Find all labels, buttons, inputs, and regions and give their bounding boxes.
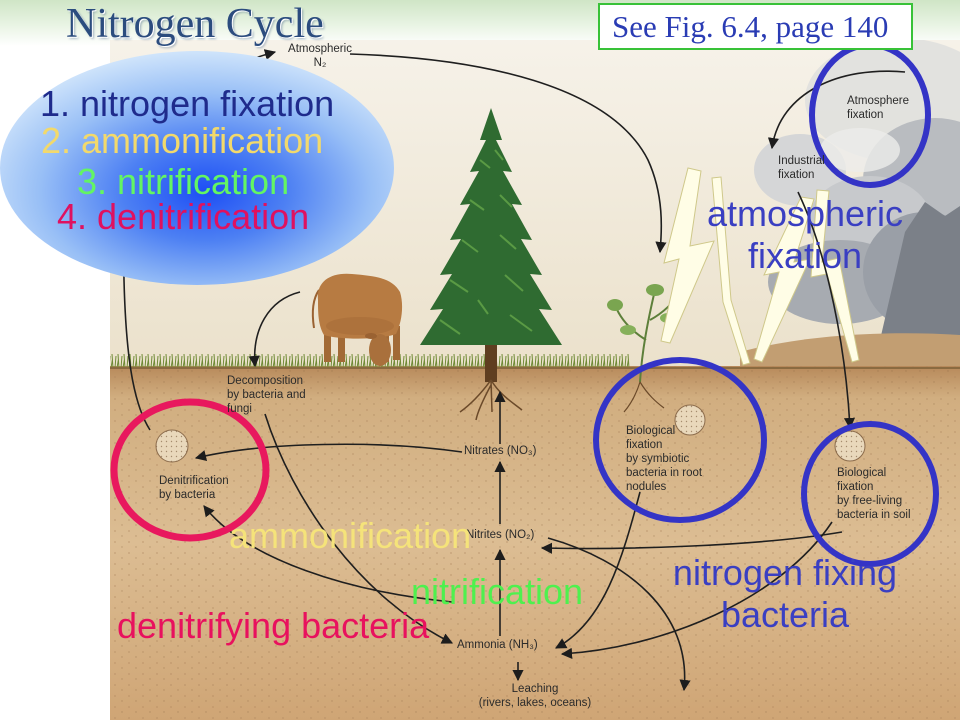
annotation-line: atmospheric	[706, 193, 904, 234]
symbiotic-fixation-highlight-circle	[593, 357, 767, 523]
annotation-denitrifying-bacteria: denitrifying bacteria	[117, 605, 430, 646]
annotation-nitrification: nitrification	[411, 571, 584, 612]
mountain	[880, 202, 960, 345]
label-line: fixation	[778, 169, 815, 181]
label-line: Denitrification	[159, 475, 229, 487]
label-line: Industrial	[778, 155, 825, 167]
figure-reference-text: See Fig. 6.4, page 140	[612, 8, 889, 44]
cycle-arrow	[555, 491, 641, 649]
label-decomposition: Decomposition by bacteria and fungi	[227, 374, 306, 416]
annotation-nitrogen-fixing-bacteria: nitrogen fixing bacteria	[660, 552, 910, 636]
annotation-atmospheric-fixation: atmospheric fixation	[690, 193, 920, 277]
label-line: by symbiotic	[626, 453, 690, 465]
label-line: by bacteria and	[227, 389, 306, 401]
step-nitrification: 3. nitrification	[77, 161, 290, 202]
annotation-line: fixation	[747, 235, 863, 276]
label-line: fixation	[837, 481, 874, 493]
cycle-arrow	[560, 521, 833, 659]
cycle-arrow	[203, 505, 453, 603]
cycle-arrow	[540, 531, 843, 554]
label-line: fungi	[227, 403, 252, 415]
label-atmospheric-n2: Atmospheric N₂	[282, 42, 358, 70]
label-line: Leaching	[511, 683, 559, 695]
label-leaching: Leaching (rivers, lakes, oceans)	[470, 682, 600, 710]
cycle-arrow	[797, 191, 856, 430]
label-nitrites: Nitrites (NO₂)	[466, 529, 535, 541]
label-symbiotic-fixation: Biological fixation by symbiotic bacteri…	[626, 424, 702, 494]
grass	[110, 352, 630, 370]
process-steps-oval	[0, 51, 394, 285]
label-line: bacteria in soil	[837, 509, 911, 521]
cycle-arrow	[194, 443, 463, 462]
label-line: bacteria in root	[626, 467, 703, 479]
free-living-fixation-highlight-circle	[801, 421, 939, 567]
label-nitrates: Nitrates (NO₃)	[464, 445, 537, 457]
label-line: Atmospheric	[288, 43, 352, 55]
label-atmosphere-fixation: Atmosphere fixation	[847, 94, 909, 122]
label-line: (rivers, lakes, oceans)	[478, 697, 592, 709]
label-industrial-fixation: Industrial fixation	[778, 154, 825, 182]
cycle-arrow	[547, 537, 691, 692]
annotation-line: nitrogen fixing	[672, 552, 898, 593]
label-line: nodules	[626, 481, 667, 493]
cycle-arrow	[349, 53, 667, 254]
label-line: Atmosphere	[847, 95, 910, 107]
label-denitrification: Denitrification by bacteria	[159, 474, 229, 502]
label-line: by free-living	[837, 495, 903, 507]
label-ammonia: Ammonia (NH₃)	[457, 639, 538, 651]
textbook-figure	[110, 40, 960, 720]
figure-reference-box: See Fig. 6.4, page 140	[598, 3, 913, 50]
annotation-ammonification: ammonification	[229, 515, 472, 556]
step-ammonification: 2. ammonification	[41, 120, 324, 161]
label-line: Biological	[626, 425, 676, 437]
step-nitrogen-fixation: 1. nitrogen fixation	[40, 83, 335, 124]
label-free-living-fixation: Biological fixation by free-living bacte…	[837, 466, 911, 522]
label-line: by bacteria	[159, 489, 216, 501]
cycle-arrow	[248, 291, 301, 368]
step-denitrification: 4. denitrification	[57, 196, 310, 237]
label-line: N₂	[313, 57, 327, 69]
cycle-arrow	[264, 413, 454, 644]
grazing-cow	[311, 273, 403, 366]
annotation-line: bacteria	[720, 594, 850, 635]
label-line: Decomposition	[227, 375, 304, 387]
lightning-bolt-icon	[660, 167, 860, 366]
label-line: fixation	[847, 109, 884, 121]
denitrification-highlight-circle	[110, 398, 270, 542]
highlight-circles	[110, 42, 939, 567]
label-line: Biological	[837, 467, 887, 479]
bacteria-inset	[155, 404, 866, 463]
conifer-tree	[420, 108, 562, 421]
label-line: fixation	[626, 439, 663, 451]
slide-title: Nitrogen Cycle	[66, 1, 324, 47]
